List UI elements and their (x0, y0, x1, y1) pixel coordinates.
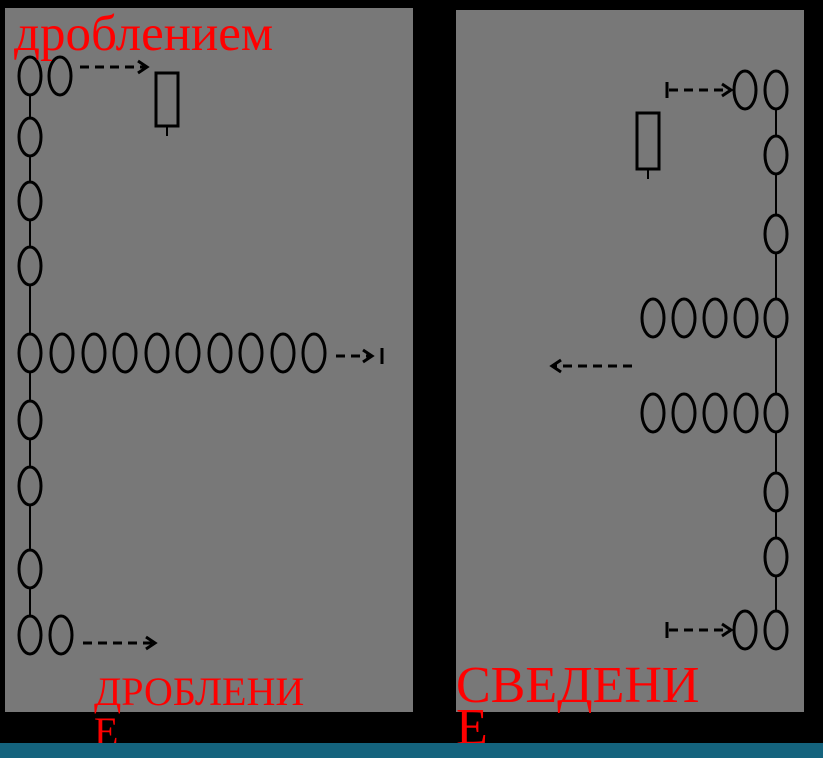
gymnast-mark (17, 180, 43, 222)
gymnast-mark (270, 332, 296, 374)
gymnast-mark (763, 134, 789, 176)
gymnast-mark (702, 297, 728, 339)
gymnast-mark (763, 536, 789, 578)
gymnast-mark (702, 392, 728, 434)
gymnast-mark (763, 69, 789, 111)
gymnast-mark (49, 332, 75, 374)
gymnast-mark (733, 297, 759, 339)
gymnast-mark (671, 392, 697, 434)
gymnast-mark (763, 609, 789, 651)
caption-drobleniye: ДРОБЛЕНИ Е (94, 672, 364, 752)
gymnast-mark (17, 614, 43, 656)
gymnast-mark (175, 332, 201, 374)
gymnast-mark (17, 399, 43, 441)
gymnast-mark (144, 332, 170, 374)
gymnast-mark (732, 69, 758, 111)
gymnast-mark (17, 245, 43, 287)
gymnast-mark (733, 392, 759, 434)
gymnast-mark (47, 55, 73, 97)
gymnast-mark (17, 116, 43, 158)
arrow-head (362, 348, 375, 364)
gymnast-mark (763, 471, 789, 513)
arrow-head (721, 82, 734, 98)
caption-drobleniye-line-1: ДРОБЛЕНИ (94, 669, 305, 714)
gymnast-mark (17, 55, 43, 97)
arrow-head (721, 622, 734, 638)
caption-svedeniye: СВЕДЕНИ Е (456, 660, 726, 754)
gymnast-mark (640, 297, 666, 339)
gymnast-mark (17, 465, 43, 507)
arrow-head (145, 635, 158, 651)
arrow-head (137, 59, 150, 75)
arrow-head (549, 358, 562, 374)
gymnast-mark (763, 392, 789, 434)
gymnast-mark (207, 332, 233, 374)
gymnast-mark (17, 332, 43, 374)
gymnast-mark (671, 297, 697, 339)
footer-band (0, 743, 823, 758)
caption-svedeniye-line-1: СВЕДЕНИ (456, 657, 700, 714)
gymnast-mark (763, 297, 789, 339)
gymnast-mark (763, 213, 789, 255)
gymnast-mark (81, 332, 107, 374)
gymnast-mark (112, 332, 138, 374)
page-title: дроблением (14, 6, 274, 62)
panel-svedeniye (454, 8, 806, 714)
gymnast-mark (301, 332, 327, 374)
gymnast-mark (732, 609, 758, 651)
gymnast-mark (640, 392, 666, 434)
gymnast-mark (48, 614, 74, 656)
gymnast-mark (17, 548, 43, 590)
gymnast-mark (238, 332, 264, 374)
